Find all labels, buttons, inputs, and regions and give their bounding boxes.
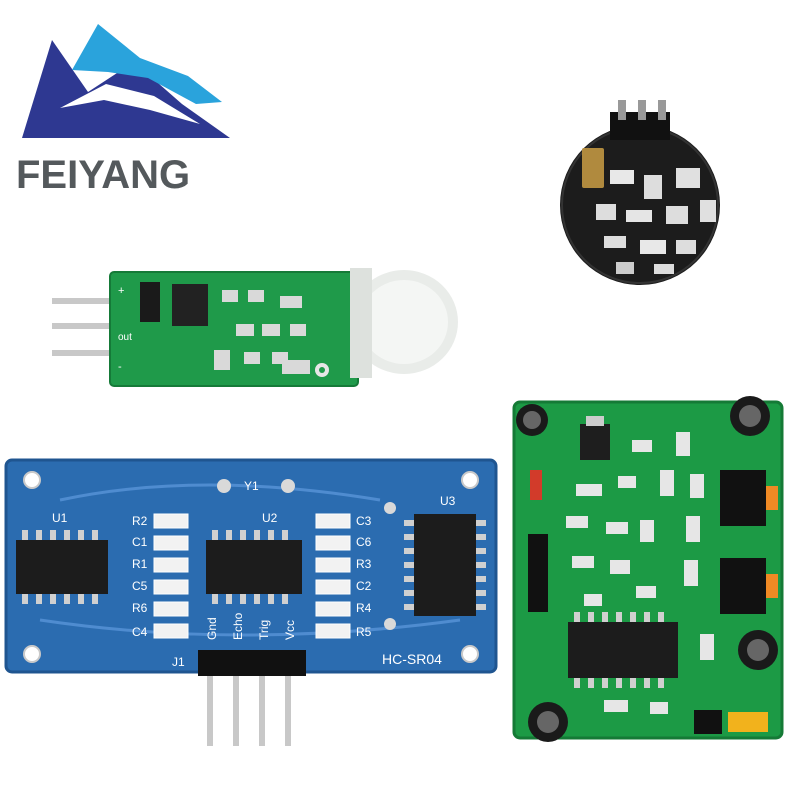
mini-pir-pin-plus: + (118, 285, 124, 297)
label-c2: C2 (356, 579, 372, 593)
label-c1: C1 (132, 535, 148, 549)
label-r5: R5 (356, 625, 372, 639)
mini-pir-board: + out - (52, 268, 458, 387)
logo-wing-stripe (60, 84, 200, 124)
label-y1: Y1 (244, 479, 259, 493)
pin-label-trig: Trig (257, 620, 271, 640)
pin-label-vcc: Vcc (283, 620, 297, 640)
pin-label-gnd: Gnd (205, 617, 219, 640)
label-u1: U1 (52, 511, 68, 525)
feiyang-logo: FEIYANG (16, 24, 230, 197)
mini-pir-pin-out: out (118, 332, 132, 343)
label-r2: R2 (132, 514, 148, 528)
model-label: HC-SR04 (382, 651, 442, 667)
label-r6: R6 (132, 601, 148, 615)
label-j1: J1 (172, 655, 185, 669)
label-c6: C6 (356, 535, 372, 549)
mini-pir-pin-minus: - (118, 361, 122, 373)
label-c3: C3 (356, 514, 372, 528)
pir-module-board (512, 396, 784, 742)
pin-label-echo: Echo (231, 612, 245, 640)
label-r3: R3 (356, 557, 372, 571)
label-u2: U2 (262, 511, 278, 525)
label-c4: C4 (132, 625, 148, 639)
label-c5: C5 (132, 579, 148, 593)
logo-wing-light (72, 24, 222, 104)
label-r4: R4 (356, 601, 372, 615)
round-pir-board (560, 100, 720, 285)
label-r1: R1 (132, 557, 148, 571)
label-u3: U3 (440, 494, 456, 508)
brand-name: FEIYANG (16, 153, 190, 197)
ultrasonic-board: U1 R2 C1 R1 C5 R6 C4 Y1 U2 (4, 458, 498, 746)
